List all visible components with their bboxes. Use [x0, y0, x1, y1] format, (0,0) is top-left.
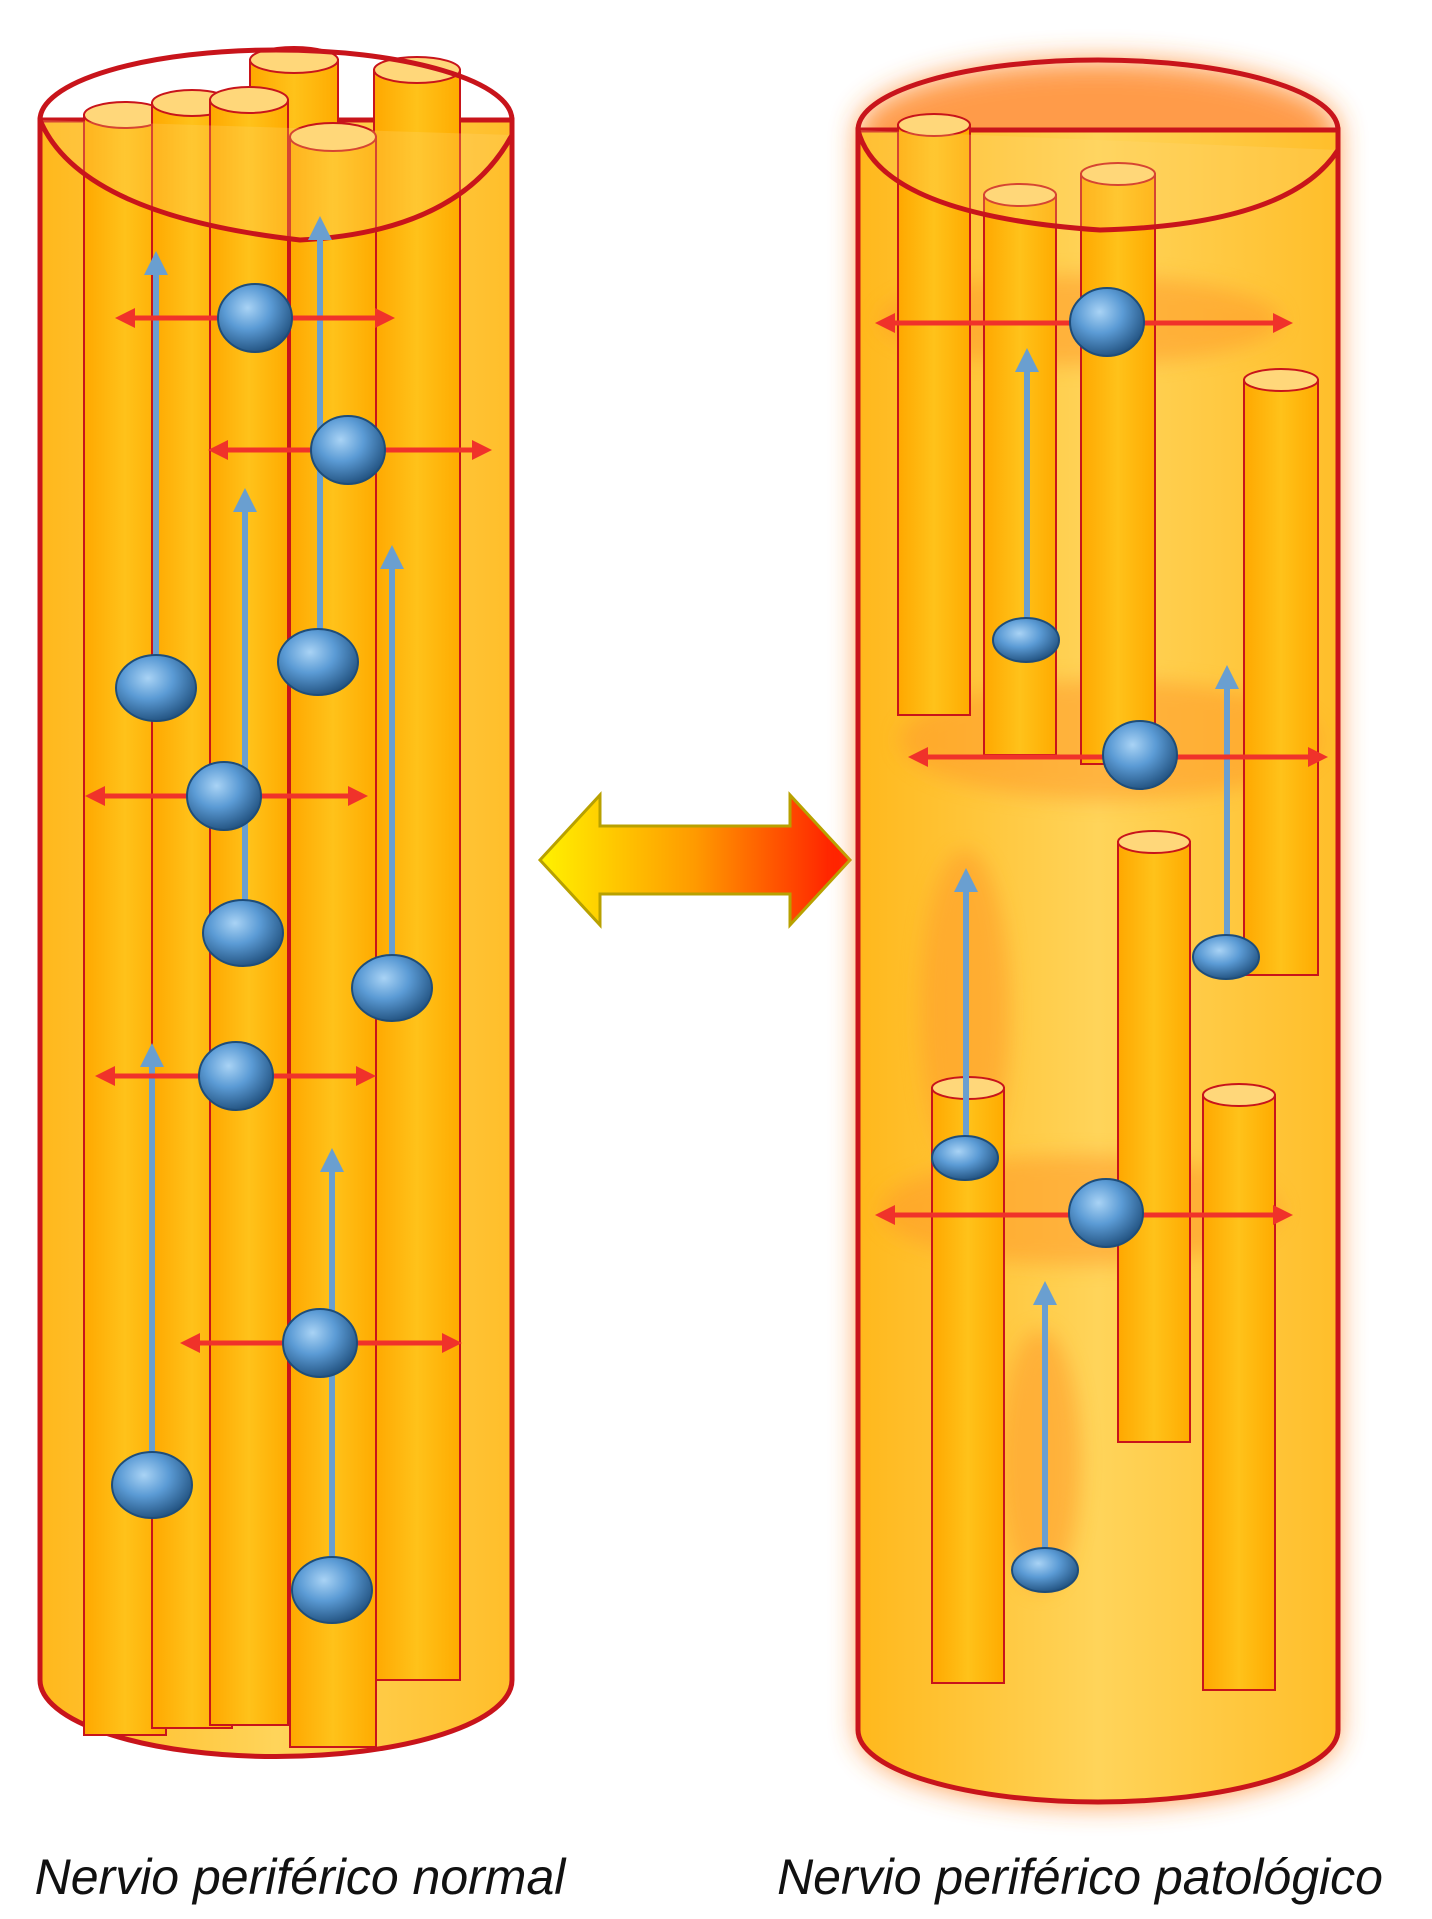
water-molecule-icon [311, 416, 385, 484]
water-molecule-icon [218, 284, 292, 352]
water-molecule-icon [1069, 1179, 1143, 1247]
fascicle [1244, 369, 1318, 975]
water-molecule-icon [1012, 1548, 1078, 1592]
water-molecule-icon [1193, 935, 1259, 979]
water-molecule-icon [116, 655, 196, 721]
caption-normal-nerve: Nervio periférico normal [0, 1842, 600, 1912]
water-molecule-icon [283, 1309, 357, 1377]
water-molecule-icon [278, 629, 358, 695]
fascicle [374, 57, 460, 1680]
water-molecule-icon [1103, 721, 1177, 789]
normal-nerve [40, 47, 512, 1757]
fascicle [1118, 831, 1190, 1442]
water-molecule-icon [1070, 288, 1144, 356]
fascicle [984, 184, 1056, 755]
water-molecule-icon [993, 618, 1059, 662]
fascicle [1081, 163, 1155, 764]
water-molecule-icon [187, 762, 261, 830]
caption-pathologic-nerve: Nervio periférico patológico [735, 1842, 1425, 1912]
fascicle [1203, 1084, 1275, 1690]
water-molecule-icon [203, 900, 283, 966]
water-molecule-icon [932, 1136, 998, 1180]
water-molecule-icon [292, 1557, 372, 1623]
water-molecule-icon [199, 1042, 273, 1110]
pathologic-nerve [858, 60, 1338, 1805]
water-molecule-icon [352, 955, 432, 1021]
double-headed-comparison-arrow-icon [540, 795, 850, 925]
water-molecule-icon [112, 1452, 192, 1518]
